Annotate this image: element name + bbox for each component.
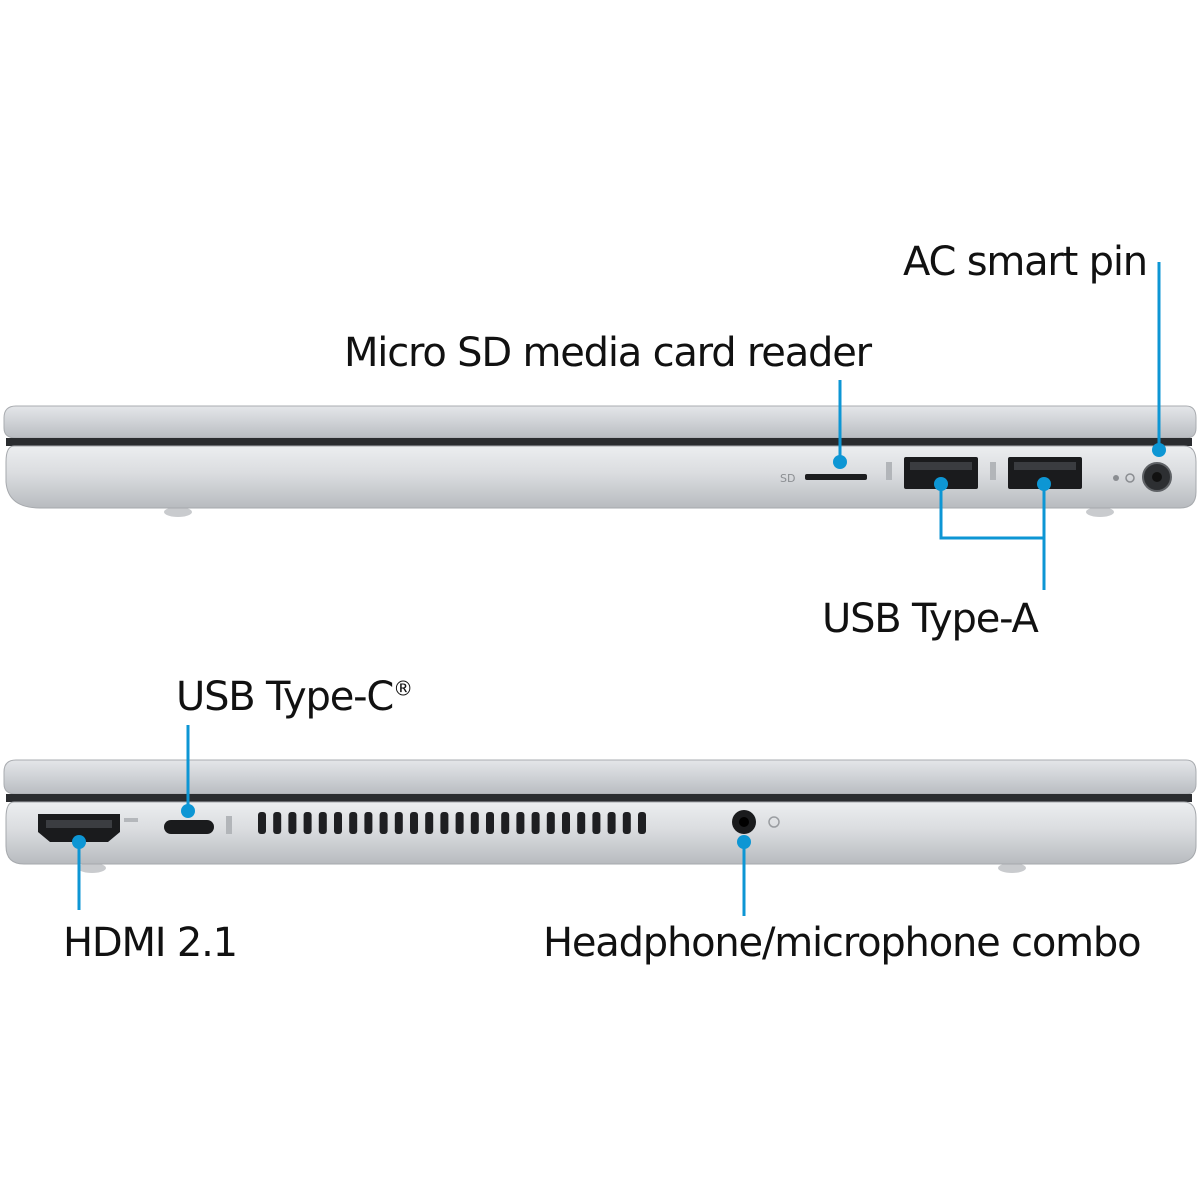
callout-dots-top	[833, 443, 1166, 491]
vent-slot	[425, 812, 434, 834]
hdmi-mark-icon	[124, 818, 138, 822]
vent-slot	[501, 812, 510, 834]
vent-slot	[486, 812, 494, 834]
left-side-view	[3, 759, 1197, 873]
vent-slot	[334, 812, 342, 834]
rubber-foot	[164, 507, 192, 517]
label-usb-type-c: USB Type-C	[176, 674, 394, 720]
vent-slot	[318, 812, 327, 834]
headset-symbol-icon	[768, 816, 780, 828]
label-hdmi: HDMI 2.1	[63, 920, 238, 966]
sd-mark: SD	[780, 472, 795, 485]
vent-slot	[288, 812, 297, 834]
vent-slot	[531, 812, 540, 834]
rubber-foot	[78, 863, 106, 873]
label-usb-type-c-group: USB Type-C®	[176, 677, 413, 717]
rubber-foot	[998, 863, 1026, 873]
usb-c-port-icon	[164, 820, 214, 834]
vent-slot	[303, 812, 312, 834]
vent-slot	[410, 812, 418, 834]
laptop-lid	[3, 405, 1197, 439]
label-headphone-combo: Headphone/microphone combo	[543, 920, 1142, 966]
callout-lines-top	[838, 262, 1161, 590]
label-micro-sd-reader: Micro SD media card reader	[344, 330, 872, 376]
usb-symbol-icon	[226, 816, 232, 834]
laptop-base	[5, 801, 1197, 865]
usb-a-port-icon	[1008, 457, 1082, 489]
rubber-foot	[1086, 507, 1114, 517]
vent-slot	[638, 812, 646, 834]
vent-slot	[455, 812, 464, 834]
usb-symbol-icon	[886, 462, 892, 480]
vent-grille-icon	[258, 812, 646, 834]
label-usb-type-a: USB Type-A	[822, 596, 1039, 642]
vent-slot	[349, 812, 358, 834]
hinge-gap	[6, 794, 1192, 802]
vent-slot	[470, 812, 479, 834]
vent-slot	[577, 812, 586, 834]
hinge-gap	[6, 438, 1192, 446]
vent-slot	[258, 812, 266, 834]
vent-slot	[607, 812, 616, 834]
usb-a-port-icon	[904, 457, 978, 489]
vent-slot	[273, 812, 282, 834]
vent-slot	[516, 812, 525, 834]
laptop-lid	[3, 759, 1197, 795]
vent-slot	[364, 812, 373, 834]
callout-dots-bottom	[72, 804, 751, 849]
power-symbol-icon	[1125, 473, 1135, 483]
vent-slot	[394, 812, 403, 834]
usb-symbol-icon	[990, 462, 996, 480]
charge-led-icon	[1113, 475, 1119, 481]
vent-slot	[592, 812, 601, 834]
audio-jack-icon	[732, 810, 756, 834]
label-ac-smart-pin: AC smart pin	[903, 239, 1148, 285]
right-side-view: SD	[3, 405, 1197, 517]
vent-slot	[440, 812, 449, 834]
power-jack-icon	[1142, 462, 1172, 492]
hdmi-port-icon	[38, 814, 120, 842]
registered-mark: ®	[393, 676, 414, 701]
laptop-base	[5, 445, 1197, 509]
vent-slot	[622, 812, 631, 834]
vent-slot	[379, 812, 388, 834]
vent-slot	[562, 812, 570, 834]
vent-slot	[546, 812, 555, 834]
callout-lines-bottom	[77, 725, 746, 916]
sd-card-slot-icon	[805, 474, 867, 480]
